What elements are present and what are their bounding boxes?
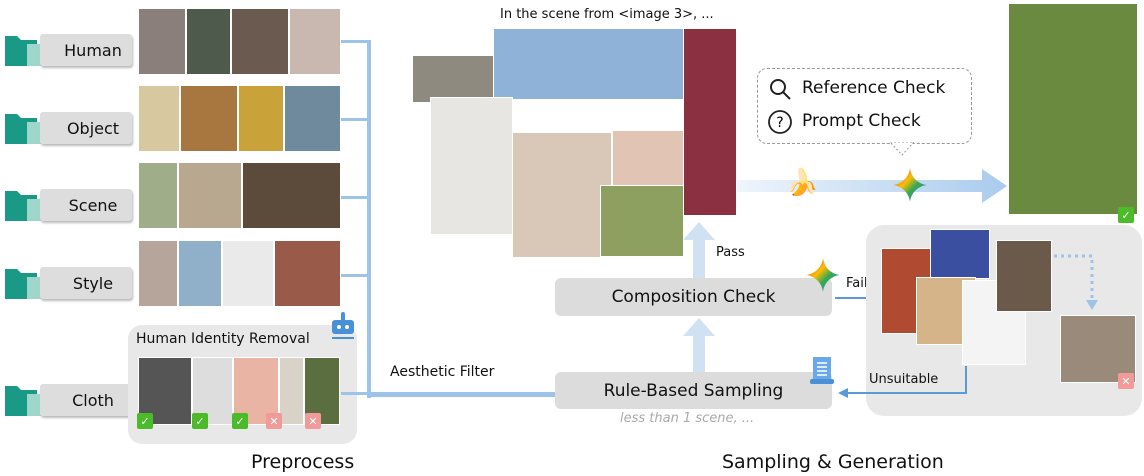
prompt-text: In the scene from <image 3>, ... — [500, 7, 714, 22]
photo — [138, 85, 180, 152]
reference-check-label: Reference Check — [802, 78, 946, 98]
generation-arrow — [737, 169, 1007, 203]
connector-line — [367, 392, 557, 397]
composition-check-box: Composition Check — [555, 278, 832, 316]
check-icon: ✓ — [1118, 207, 1134, 223]
photo — [1060, 315, 1136, 383]
bubble-tail — [890, 142, 914, 156]
panel-title: Human Identity Removal — [136, 331, 310, 347]
banana-icon: 🍌 — [786, 168, 819, 198]
document-list-icon — [810, 357, 834, 384]
photo — [612, 130, 684, 190]
cross-icon: ✕ — [266, 413, 282, 429]
dotted-arrow — [1054, 254, 1098, 310]
gemini-star-icon — [893, 168, 927, 202]
category-label: Style — [40, 267, 132, 299]
unsuitable-label: Unsuitable — [869, 372, 939, 387]
category-label: Human — [40, 34, 132, 66]
category-label: Cloth — [40, 384, 132, 416]
rule-based-sampling-box: Rule-Based Sampling — [555, 372, 832, 409]
photo — [512, 132, 612, 258]
aesthetic-filter-label: Aesthetic Filter — [390, 364, 495, 380]
generated-image — [1008, 3, 1138, 215]
photo — [222, 240, 274, 307]
prompt-check-label: Prompt Check — [802, 111, 921, 131]
photo — [284, 85, 341, 152]
photo — [274, 240, 341, 307]
photo — [412, 55, 496, 103]
connector-line — [341, 118, 369, 121]
photo — [178, 162, 242, 229]
connector-line — [341, 392, 369, 395]
rule-note: less than 1 scene, ... — [620, 411, 755, 426]
photo — [600, 185, 684, 257]
photo — [683, 28, 737, 216]
preprocess-title: Preprocess — [251, 451, 355, 473]
svg-text:?: ? — [776, 115, 783, 131]
connector-line — [341, 40, 369, 43]
cloth-panel: Human Identity Removal ✓ ✓ ✓ ✕ ✕ — [128, 325, 357, 444]
category-label: Object — [40, 112, 132, 144]
connector-line — [341, 274, 369, 277]
question-icon: ? — [768, 110, 792, 134]
connector-line — [367, 40, 371, 398]
robot-icon — [332, 312, 354, 339]
gemini-star-icon — [806, 258, 840, 292]
generation-title: Sampling & Generation — [722, 451, 944, 473]
photo — [242, 162, 341, 229]
connector-line — [341, 196, 369, 199]
category-label: Scene — [40, 189, 132, 221]
up-arrow — [683, 318, 715, 372]
photo — [138, 240, 178, 307]
photo — [231, 8, 289, 75]
photo — [430, 97, 513, 235]
rejected-samples-panel: ✕ Unsuitable — [866, 225, 1142, 416]
photo — [930, 229, 990, 279]
unsuitable-arrow — [838, 366, 967, 398]
photo — [493, 28, 690, 100]
search-icon — [770, 79, 791, 100]
photo — [289, 8, 341, 75]
photo — [180, 85, 238, 152]
photo — [238, 85, 284, 152]
check-icon: ✓ — [137, 413, 153, 429]
check-icon: ✓ — [192, 413, 208, 429]
photo — [186, 8, 231, 75]
fail-label: Fail — [846, 276, 868, 291]
photo — [138, 162, 178, 229]
photo — [178, 240, 222, 307]
pass-label: Pass — [716, 245, 745, 260]
up-arrow — [683, 222, 715, 278]
photo — [138, 8, 186, 75]
cross-icon: ✕ — [1118, 373, 1134, 389]
check-bubble: Reference Check ? Prompt Check — [757, 68, 972, 144]
cross-icon: ✕ — [305, 413, 321, 429]
check-icon: ✓ — [232, 413, 248, 429]
photo — [996, 240, 1052, 312]
photo — [279, 357, 304, 425]
